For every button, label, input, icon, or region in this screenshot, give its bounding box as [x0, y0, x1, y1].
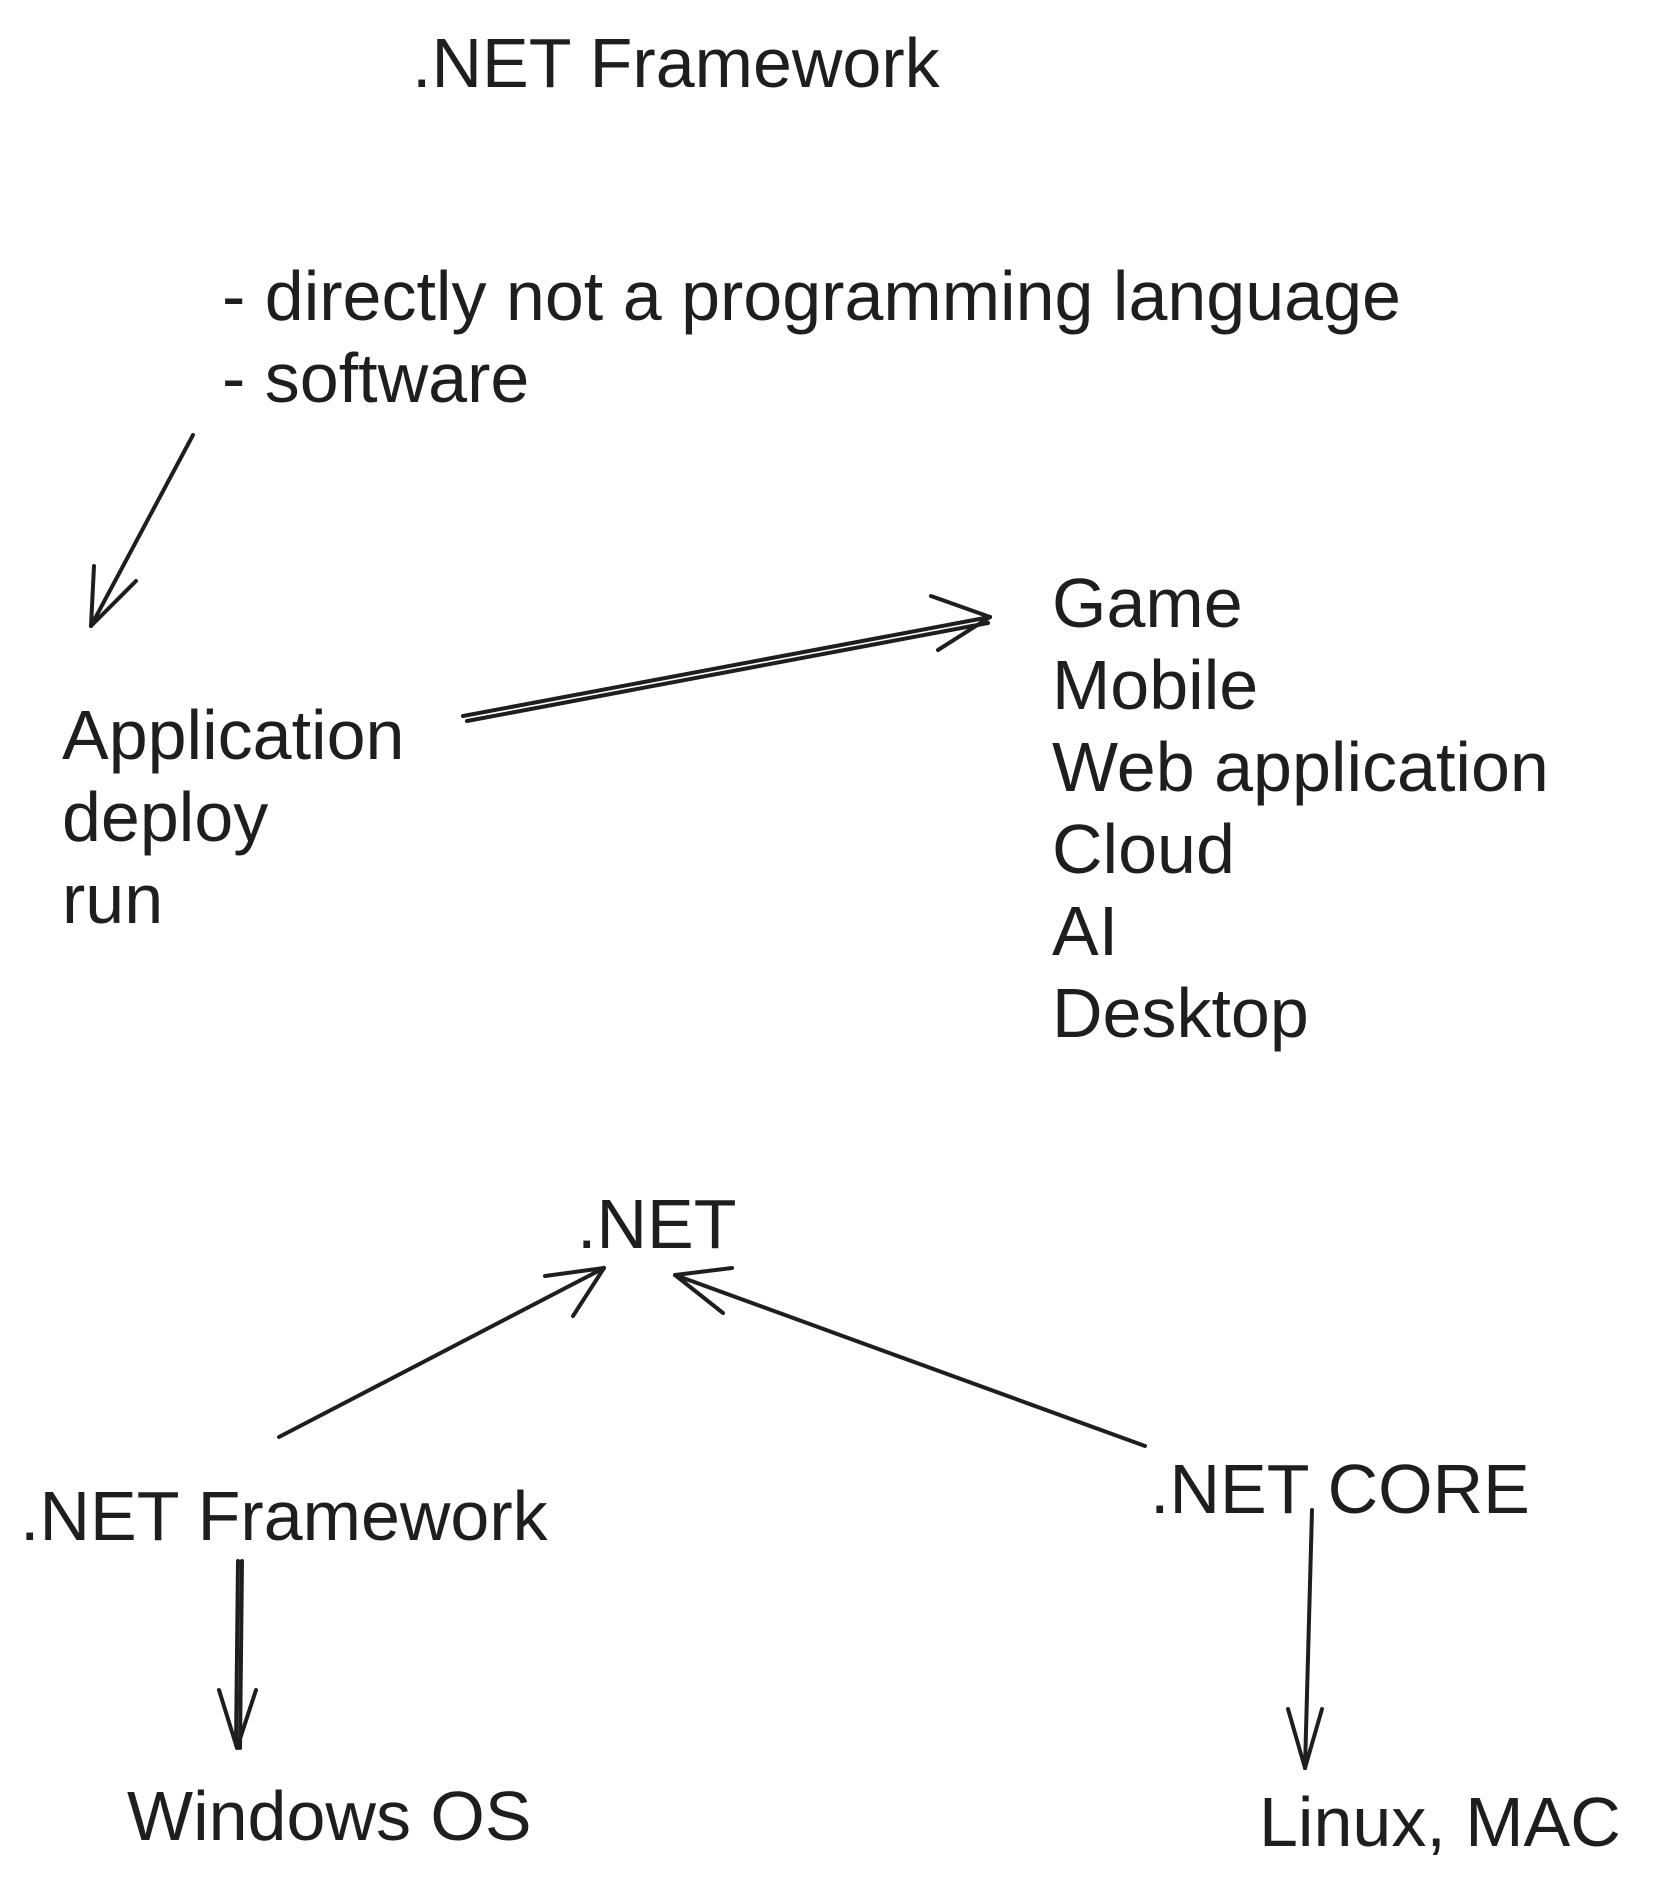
dotnet-root-node: .NET [577, 1185, 737, 1263]
note-item: - software [222, 339, 530, 417]
dotnet-framework-node: .NET Framework [20, 1477, 548, 1555]
arrow-application-to-types [461, 594, 992, 723]
app-type-ai: AI [1052, 892, 1119, 970]
linux-mac-node: Linux, MAC [1259, 1783, 1621, 1861]
diagram-title: .NET Framework [412, 24, 940, 102]
deploy-label: deploy [62, 778, 269, 856]
application-types-list: Game Mobile Web application Cloud AI Des… [1052, 562, 1549, 1054]
windows-os-node: Windows OS [127, 1777, 532, 1855]
app-type-mobile: Mobile [1052, 646, 1259, 724]
app-type-web: Web application [1052, 728, 1549, 806]
application-block: Application deploy run [62, 694, 404, 940]
app-type-cloud: Cloud [1052, 810, 1235, 888]
dotnet-core-node: .NET CORE [1150, 1450, 1530, 1528]
arrow-framework-to-dotnet [277, 1266, 606, 1439]
run-label: run [62, 860, 164, 938]
notes-list: - directly not a programming language - … [222, 255, 1401, 419]
app-type-desktop: Desktop [1052, 974, 1309, 1052]
arrow-core-to-dotnet [673, 1266, 1147, 1448]
arrow-notes-to-application [89, 433, 195, 628]
arrow-framework-to-windows [217, 1559, 258, 1750]
note-item: - directly not a programming language [222, 257, 1401, 335]
arrow-core-to-linux [1286, 1508, 1324, 1770]
app-type-game: Game [1052, 564, 1243, 642]
application-label: Application [62, 696, 405, 774]
